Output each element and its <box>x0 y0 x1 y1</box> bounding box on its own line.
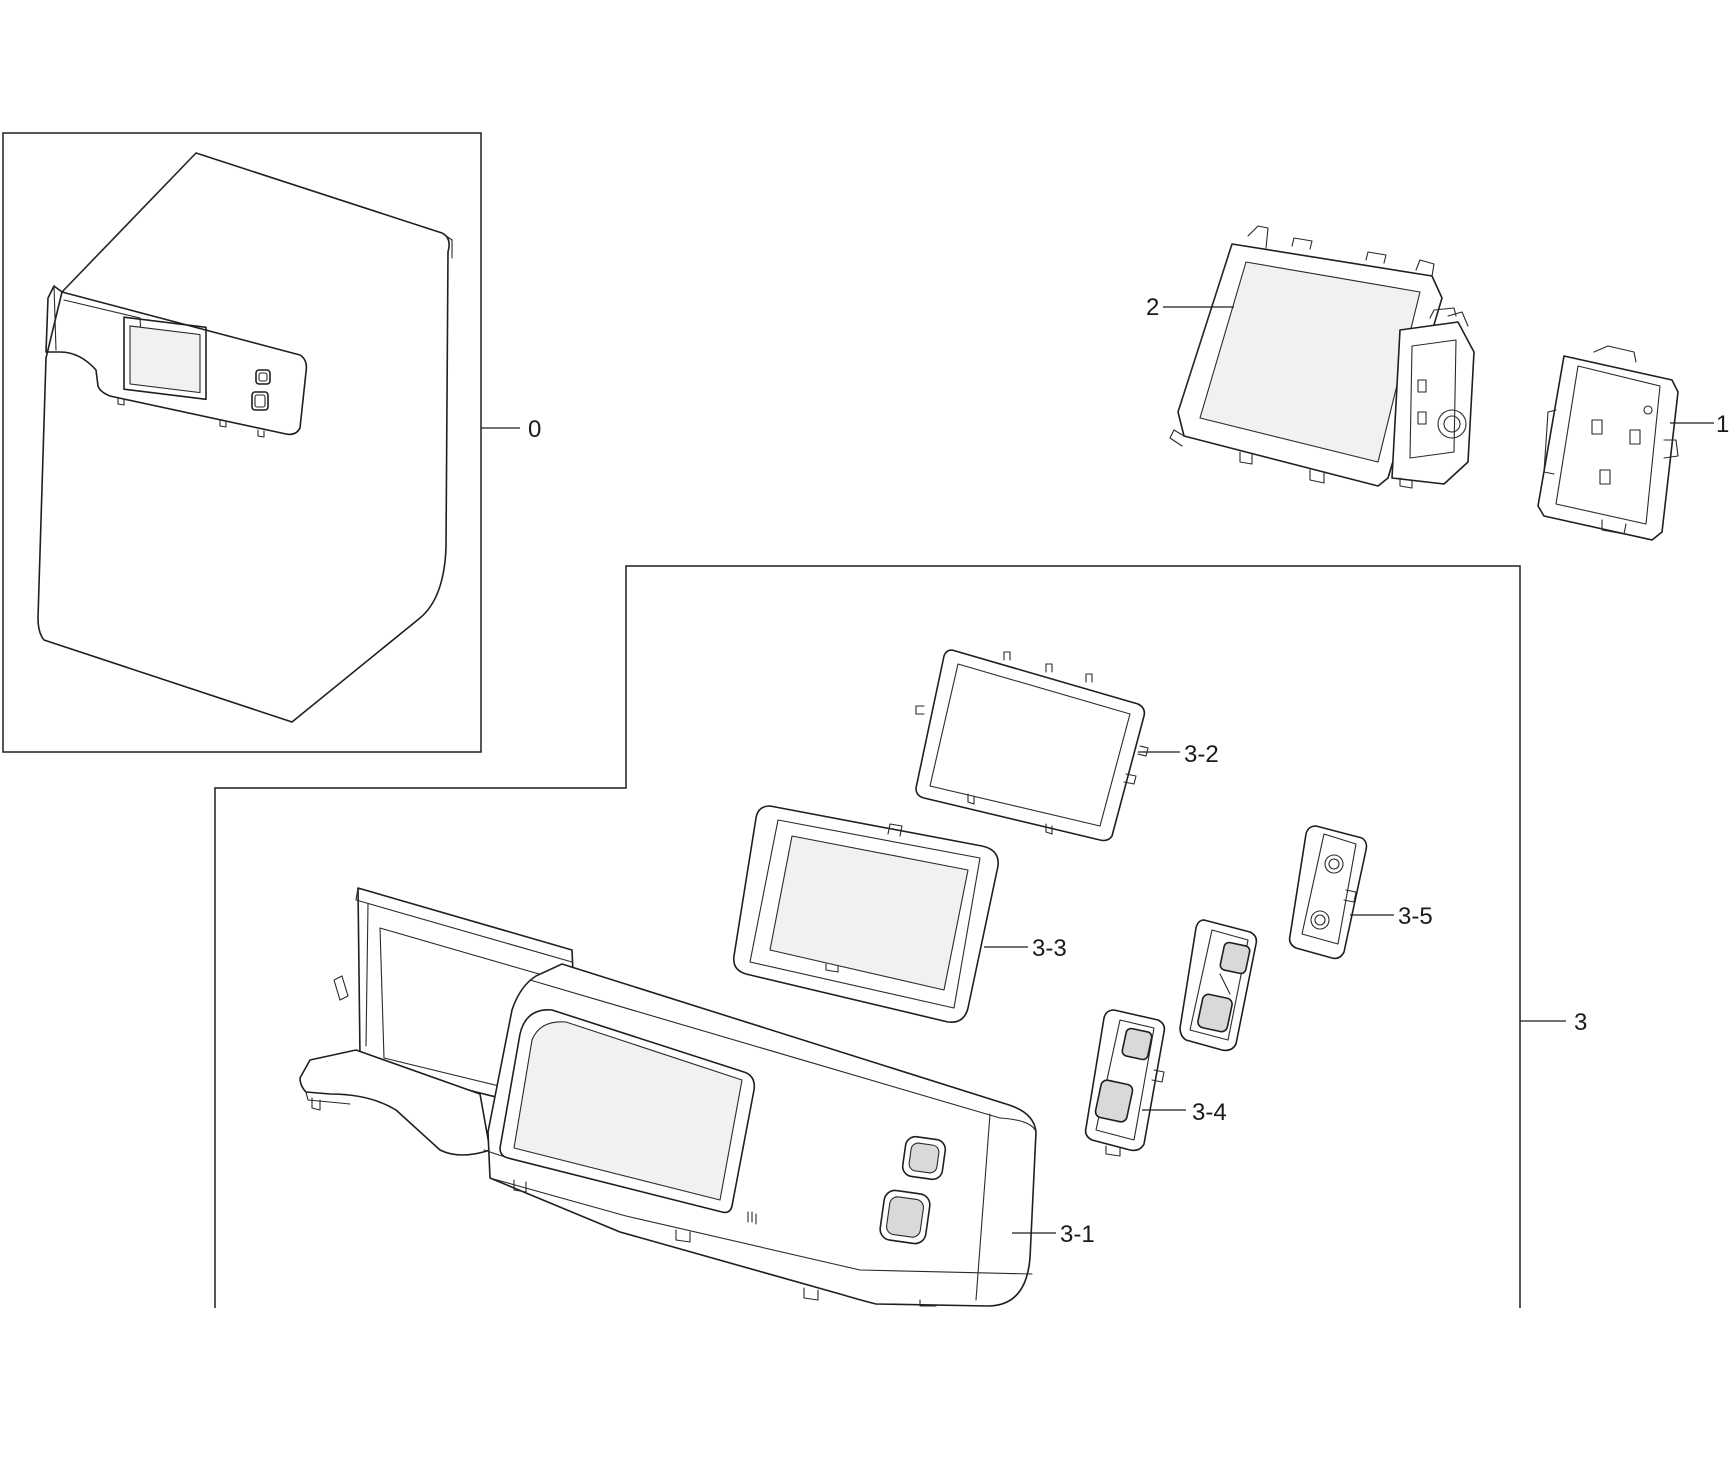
button-cap-middle-illustration <box>1179 919 1258 1052</box>
callout-3-5: 3-5 <box>1398 903 1433 930</box>
button-bracket-3-4-illustration <box>1084 1009 1166 1157</box>
part-1-group: 1 <box>1537 345 1729 541</box>
pcb-holder-illustration <box>1537 345 1679 541</box>
assembly-0-frame <box>2 132 482 753</box>
callout-1: 1 <box>1716 411 1729 438</box>
callout-3-2: 3-2 <box>1184 741 1219 768</box>
callout-3-4: 3-4 <box>1192 1099 1227 1126</box>
part-3-3-group: 3-3 <box>732 805 1067 1024</box>
part-3-2-group: 3-2 <box>915 649 1219 842</box>
display-module-illustration <box>1169 225 1475 489</box>
callout-2: 2 <box>1146 294 1159 321</box>
callout-3-1: 3-1 <box>1060 1221 1095 1248</box>
washer-cabinet-illustration <box>37 152 453 723</box>
window-frame-3-2-illustration <box>915 649 1149 842</box>
assembly-0-group: 0 <box>2 132 541 753</box>
part-3-1-group: 3-1 <box>299 887 1095 1307</box>
callout-3-3: 3-3 <box>1032 935 1067 962</box>
part-2-group: 2 <box>1146 225 1475 489</box>
part-3-5-group: 3-5 <box>1288 825 1433 960</box>
callout-3: 3 <box>1574 1009 1587 1036</box>
callout-0: 0 <box>528 416 541 443</box>
button-holder-3-5-illustration <box>1288 825 1368 960</box>
assembly-3-frame <box>214 565 1521 1308</box>
part-3-4-group: 3-4 <box>1084 1009 1227 1157</box>
window-bezel-3-3-illustration <box>732 805 999 1024</box>
assembly-3-group: 3 <box>214 565 1587 1308</box>
control-panel-3-1-illustration <box>299 887 1037 1307</box>
